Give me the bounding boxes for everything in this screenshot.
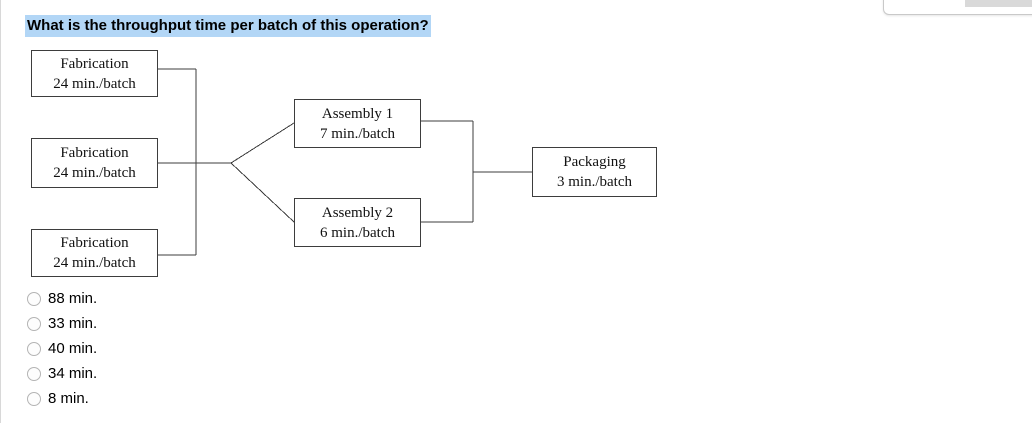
radio-button-icon[interactable] <box>27 341 41 356</box>
answer-options: 88 min. 33 min. 40 min. 34 min. 8 min. <box>27 286 97 411</box>
node-title: Assembly 1 <box>321 105 394 122</box>
answer-option-label: 88 min. <box>48 290 98 307</box>
node-assembly-1: Assembly 1 7 min./batch <box>294 99 421 148</box>
node-title: Fabrication <box>60 145 129 161</box>
answer-option-label: 8 min. <box>48 390 89 407</box>
node-fabrication-2: Fabrication 24 min./batch <box>31 138 158 188</box>
radio-button-icon[interactable] <box>27 291 41 306</box>
node-assembly-2: Assembly 2 6 min./batch <box>294 198 421 247</box>
node-title: Fabrication <box>60 235 129 251</box>
partial-overlay-box <box>883 0 1032 15</box>
node-packaging: Packaging 3 min./batch <box>532 147 657 197</box>
node-time: 24 min./batch <box>53 75 136 92</box>
node-time: 24 min./batch <box>53 165 136 181</box>
radio-button-icon[interactable] <box>27 391 41 406</box>
left-border-line <box>0 0 1 423</box>
answer-option[interactable]: 8 min. <box>27 386 97 411</box>
question-text: What is the throughput time per batch of… <box>25 15 431 37</box>
answer-option-label: 34 min. <box>48 365 98 382</box>
overlay-gray-bar <box>965 0 1032 7</box>
answer-option[interactable]: 40 min. <box>27 336 97 361</box>
answer-option[interactable]: 33 min. <box>27 311 97 336</box>
node-title: Fabrication <box>60 55 129 72</box>
node-title: Packaging <box>563 154 626 170</box>
radio-button-icon[interactable] <box>27 366 41 381</box>
node-time: 6 min./batch <box>320 224 395 241</box>
answer-option[interactable]: 88 min. <box>27 286 97 311</box>
node-fabrication-3: Fabrication 24 min./batch <box>31 229 158 277</box>
answer-option-label: 40 min. <box>48 340 98 357</box>
node-time: 7 min./batch <box>320 125 395 142</box>
node-title: Assembly 2 <box>321 204 394 221</box>
node-time: 24 min./batch <box>53 255 136 271</box>
node-time: 3 min./batch <box>557 174 632 190</box>
answer-option[interactable]: 34 min. <box>27 361 97 386</box>
answer-option-label: 33 min. <box>48 315 98 332</box>
node-fabrication-1: Fabrication 24 min./batch <box>31 50 158 97</box>
radio-button-icon[interactable] <box>27 316 41 331</box>
